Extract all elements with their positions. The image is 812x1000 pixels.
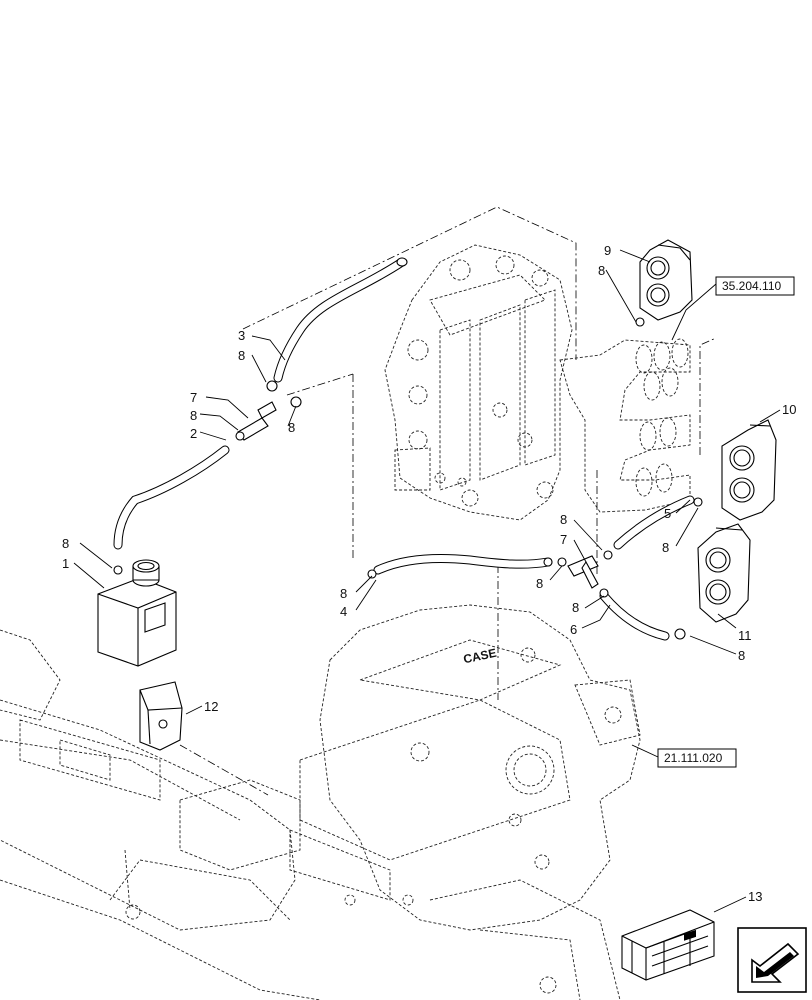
hoses (113, 257, 695, 641)
control-valve-block (384, 244, 573, 521)
coupler-block-10 (721, 419, 777, 521)
callout-8: 8 (662, 540, 669, 555)
reference-box-housing[interactable]: 21.111.020 (657, 748, 737, 768)
alignment-lines (140, 206, 717, 796)
callout-5: 5 (664, 506, 671, 521)
callout-7: 7 (560, 532, 567, 547)
reference-valve-label: 35.204.110 (722, 279, 781, 293)
callout-8: 8 (738, 648, 745, 663)
reference-box-valve[interactable]: 35.204.110 (715, 276, 795, 296)
quick-coupler-bundle (559, 338, 691, 513)
callout-13: 13 (748, 889, 762, 904)
coupler-block-11 (697, 523, 751, 623)
leader-lines (73, 249, 781, 913)
fittings (113, 317, 703, 640)
callout-3: 3 (238, 328, 245, 343)
coupler-block-9 (639, 239, 693, 321)
callout-10: 10 (782, 402, 796, 417)
callout-8: 8 (560, 512, 567, 527)
bracket (139, 681, 183, 751)
callout-8: 8 (340, 586, 347, 601)
callout-8: 8 (536, 576, 543, 591)
callout-9: 9 (604, 243, 611, 258)
callout-6: 6 (570, 622, 577, 637)
callout-4: 4 (340, 604, 347, 619)
reservoir-tank (97, 559, 177, 667)
callout-numbers: 9 8 3 8 7 8 2 8 10 5 8 8 7 8 8 6 11 8 8 … (62, 243, 796, 904)
reference-housing-label: 21.111.020 (664, 751, 723, 765)
callout-8: 8 (598, 263, 605, 278)
housing-logo: CASE (462, 646, 498, 667)
direction-arrow-icon[interactable] (737, 927, 807, 993)
callout-12: 12 (204, 699, 218, 714)
callout-11: 11 (738, 628, 752, 643)
crate-icon (621, 909, 715, 981)
callout-8: 8 (62, 536, 69, 551)
rear-housing: CASE (289, 604, 641, 931)
callout-8: 8 (190, 408, 197, 423)
callout-7: 7 (190, 390, 197, 405)
frame-rails (0, 629, 621, 1000)
callout-2: 2 (190, 426, 197, 441)
callout-8: 8 (572, 600, 579, 615)
callout-1: 1 (62, 556, 69, 571)
callout-8: 8 (288, 420, 295, 435)
callout-8: 8 (238, 348, 245, 363)
